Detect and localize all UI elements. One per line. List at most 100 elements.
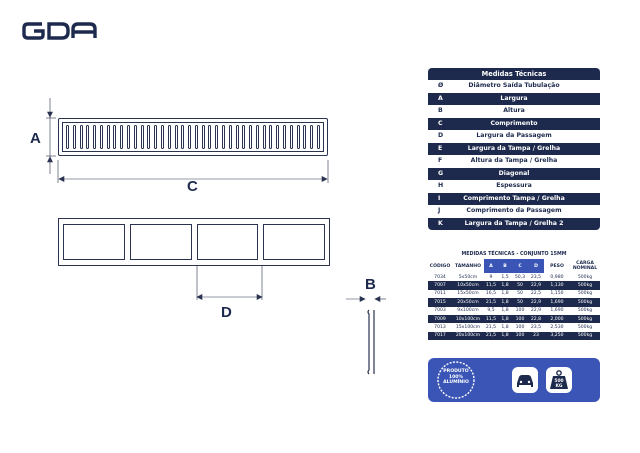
seal-line-2: 100% xyxy=(448,374,464,380)
car-icon xyxy=(512,367,538,393)
grate-slot xyxy=(106,125,110,149)
tech-cell: 1,150 xyxy=(544,289,570,299)
grate-slot xyxy=(310,125,314,149)
grate-slot xyxy=(255,125,259,149)
tech-cell: 1,8 xyxy=(498,298,512,307)
tech-cell: 7034 xyxy=(428,273,452,282)
grate-slot xyxy=(289,125,293,149)
grate-slot xyxy=(154,125,158,149)
measures-key: D xyxy=(438,132,444,139)
grate-slot xyxy=(127,125,131,149)
grate-slot xyxy=(276,125,280,149)
measures-key: G xyxy=(438,169,444,177)
measures-value: Comprimento da Passagem xyxy=(466,207,562,214)
grate-slot xyxy=(113,125,117,149)
tech-header: A xyxy=(484,259,498,273)
tech-cell: 1,8 xyxy=(498,281,512,290)
tech-cell: 0,980 xyxy=(544,273,570,282)
grate-slot xyxy=(120,125,124,149)
tech-cell: 16,5 xyxy=(484,289,498,299)
tech-cell: 11,5 xyxy=(484,314,498,324)
weight-label: 500 KG xyxy=(554,379,564,389)
tech-cell: 500kg xyxy=(570,331,600,341)
tech-cell: 10x100cm xyxy=(452,314,484,324)
tech-cell: 1,8 xyxy=(498,314,512,324)
measures-value: Altura xyxy=(503,107,525,114)
tech-cell: 3,250 xyxy=(544,331,570,341)
tech-cell: 23 xyxy=(528,331,544,341)
tech-cell: 100 xyxy=(512,331,528,341)
grate-slot xyxy=(93,125,97,149)
measures-value: Espessura xyxy=(496,182,532,189)
measures-key: Ø xyxy=(438,82,444,89)
measures-value: Comprimento Tampa / Grelha xyxy=(463,194,565,202)
tech-cell: 50 xyxy=(512,281,528,290)
tech-cell: 22,9 xyxy=(528,298,544,307)
grate-slot xyxy=(72,125,76,149)
measures-key: F xyxy=(438,157,443,164)
panel xyxy=(129,224,192,260)
grate-slot xyxy=(66,125,69,149)
tech-cell: 11,5 xyxy=(484,281,498,290)
tech-cell: 7017 xyxy=(428,331,452,341)
grate-slot xyxy=(181,125,185,149)
measures-value: Largura da Tampa / Grelha xyxy=(467,144,561,152)
grate-slot xyxy=(249,125,253,149)
tech-cell: 50 xyxy=(512,289,528,299)
measures-key: H xyxy=(438,182,444,189)
panel xyxy=(63,224,125,260)
tech-cell: 1,8 xyxy=(498,306,512,315)
grate-slot xyxy=(283,125,286,149)
tech-header: CARGA NOMINAL xyxy=(572,261,598,271)
measures-key: C xyxy=(438,119,443,127)
tech-cell: 100 xyxy=(512,306,528,315)
tech-cell: 21,5 xyxy=(484,298,498,307)
seal-line-3: ALUMÍNIO xyxy=(443,380,469,386)
tech-cell: 15x50cm xyxy=(452,289,484,299)
grate-slot xyxy=(215,125,219,149)
grate-slot xyxy=(228,125,232,149)
tech-cell: 500kg xyxy=(570,298,600,307)
grate-slot xyxy=(167,125,171,149)
tech-cell: 9 xyxy=(484,273,498,282)
grate-slot xyxy=(174,125,178,149)
grate-slot xyxy=(160,125,164,149)
measures-value: Largura xyxy=(500,94,528,102)
tech-cell: 500kg xyxy=(570,323,600,332)
grate-slot xyxy=(140,125,144,149)
tech-cell: 50,3 xyxy=(512,273,528,282)
tech-header: CÓDIGO xyxy=(429,263,451,269)
measures-key: I xyxy=(438,194,441,202)
tech-cell: 20x100cm xyxy=(452,331,484,341)
tech-cell: 9x100cm xyxy=(452,306,484,315)
tech-cell: 50 xyxy=(512,298,528,307)
dim-label-c: C xyxy=(187,178,198,195)
dim-label-b: B xyxy=(365,276,376,293)
tech-header: D xyxy=(528,259,544,273)
tech-cell: 500kg xyxy=(570,281,600,290)
tech-cell: 1,690 xyxy=(544,306,570,315)
weight-icon: 500 KG xyxy=(546,367,572,393)
tech-cell: 7007 xyxy=(428,281,452,290)
tech-cell: 9,5 xyxy=(484,306,498,315)
tech-cell: 10x50cm xyxy=(452,281,484,290)
tech-cell: 500kg xyxy=(570,306,600,315)
tech-cell: 1,8 xyxy=(498,331,512,341)
tech-cell: 1,5 xyxy=(498,273,512,282)
tech-cell: 7013 xyxy=(428,323,452,332)
panel xyxy=(263,224,325,260)
